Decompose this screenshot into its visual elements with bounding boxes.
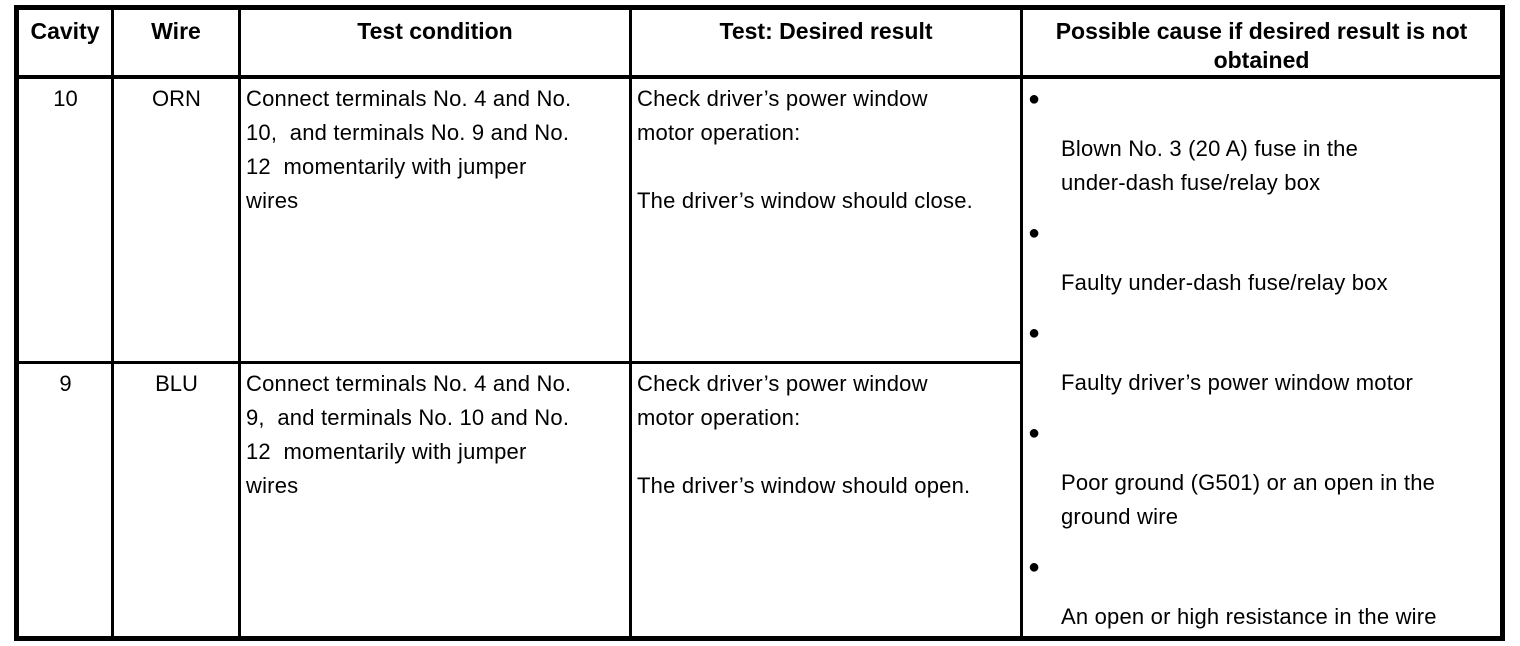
bullet-icon: ● [1028,322,1041,344]
troubleshooting-table: Cavity Wire Test condition Test: Desired… [14,5,1505,641]
table-row-cavity-9: 9 BLU Connect terminals No. 4 and No. 9,… [15,360,1503,640]
header-desired-result: Test: Desired result [629,6,1023,79]
cell-test-condition: Connect terminals No. 4 and No. 9, and t… [238,360,632,640]
cell-desired-result: Check driver’s power window motor operat… [629,360,1023,640]
header-test-condition: Test condition [238,6,632,79]
header-cavity: Cavity [15,6,114,79]
cell-cavity-value: 9 [15,360,114,640]
cause-text-faulty-fuse-box: Faulty under-dash fuse/relay box [1061,270,1388,295]
header-possible-cause: Possible cause if desired result is not … [1020,6,1504,79]
cause-item: ● An open or high resistance in the wire [1028,550,1496,634]
cause-item: ● Blown No. 3 (20 A) fuse in the under-d… [1028,82,1496,200]
bullet-icon: ● [1028,556,1041,578]
cause-item: ● Poor ground (G501) or an open in the g… [1028,416,1496,534]
cause-item: ● Faulty under-dash fuse/relay box [1028,216,1496,300]
document-page: Cavity Wire Test condition Test: Desired… [14,5,1505,641]
cause-text-blown-fuse: Blown No. 3 (20 A) fuse in the under-das… [1061,136,1359,195]
cause-text-faulty-motor: Faulty driver’s power window motor [1061,370,1414,395]
header-wire: Wire [111,6,241,79]
cause-text-open-wire: An open or high resistance in the wire [1061,604,1437,629]
cell-cavity-value: 10 [15,75,114,364]
cell-wire-color: ORN [111,75,241,364]
cell-possible-causes: ● Blown No. 3 (20 A) fuse in the under-d… [1020,75,1504,640]
cell-wire-color: BLU [111,360,241,640]
cause-text-poor-ground: Poor ground (G501) or an open in the gro… [1061,470,1436,529]
cause-item: ● Faulty driver’s power window motor [1028,316,1496,400]
bullet-icon: ● [1028,88,1041,110]
bullet-icon: ● [1028,422,1041,444]
table-row-cavity-10: 10 ORN Connect terminals No. 4 and No. 1… [15,75,1504,640]
header-row: Cavity Wire Test condition Test: Desired… [15,6,1504,79]
bullet-icon: ● [1028,222,1041,244]
cell-desired-result: Check driver’s power window motor operat… [629,75,1023,364]
cell-test-condition: Connect terminals No. 4 and No. 10, and … [238,75,632,364]
